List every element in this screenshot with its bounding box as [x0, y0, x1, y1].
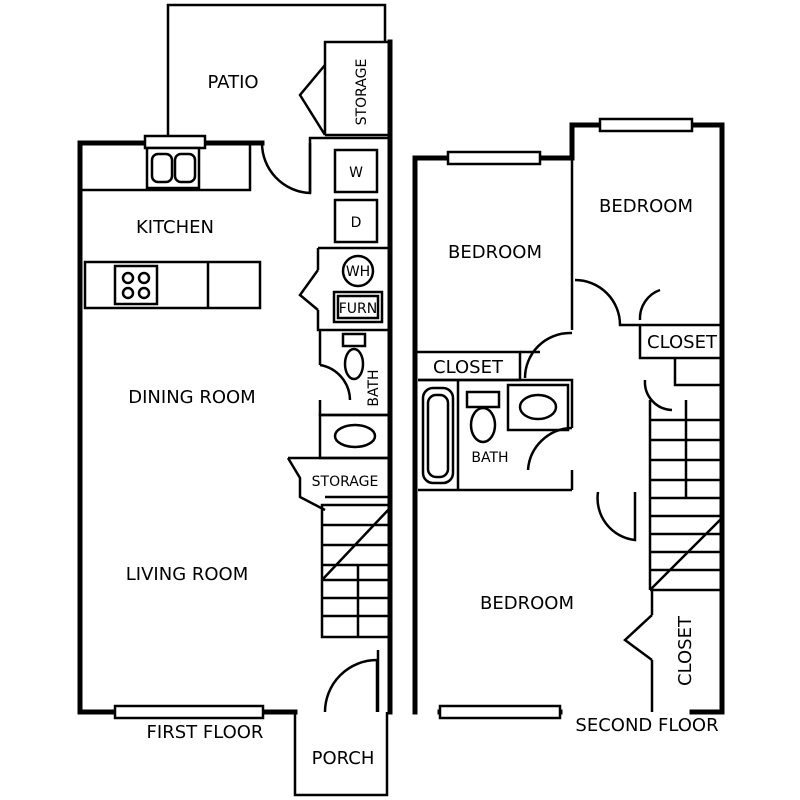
burner: [121, 286, 135, 300]
washer-appliance: [333, 148, 379, 194]
bath-second-wall: [418, 378, 574, 492]
burner: [137, 286, 151, 300]
vanity-sink: [333, 423, 377, 449]
bathtub-inner: [426, 393, 450, 479]
furnace-label: FURN: [339, 301, 378, 317]
range-stove: [113, 264, 159, 306]
porch-label: PORCH: [312, 748, 375, 769]
porch-wall: [293, 712, 389, 797]
water-heater-label: WH: [346, 264, 370, 280]
storage-mid-wall: [286, 456, 390, 512]
second-floor-label: SECOND FLOOR: [575, 715, 718, 736]
burner: [121, 271, 135, 285]
kitchen-label: KITCHEN: [136, 217, 214, 238]
bedroom-bottom-window: [438, 704, 562, 720]
bath-second-label: BATH: [471, 450, 508, 466]
closet-bottom-label: CLOSET: [675, 615, 696, 686]
dryer-appliance: [333, 198, 379, 244]
closet-bottom-door: [623, 614, 653, 662]
bath-door: [319, 363, 352, 401]
kitchen-window: [143, 134, 207, 150]
patio-door: [260, 142, 312, 195]
patio-label: PATIO: [207, 72, 258, 93]
closet-right-label: CLOSET: [647, 332, 718, 353]
dining-room-label: DINING ROOM: [128, 387, 255, 408]
toilet-tank: [341, 332, 367, 348]
first-floor-label: FIRST FLOOR: [147, 722, 264, 743]
bedroom-right-door: [574, 278, 635, 327]
bath-second-door: [526, 426, 573, 471]
storage-top-label: STORAGE: [354, 59, 370, 126]
living-room-label: LIVING ROOM: [126, 564, 248, 585]
kitchen-sink-basin-left: [150, 152, 174, 184]
second-floor: BEDROOM BEDROOM CLOSET CLOSET BATH BEDRO…: [412, 117, 725, 736]
living-room-window: [113, 704, 265, 720]
storage-mid-label: STORAGE: [312, 474, 379, 490]
bedroom-right-window: [598, 117, 694, 133]
stair-break-line: [321, 507, 391, 581]
first-floor-stairs: [320, 503, 392, 639]
vanity-sink-second: [518, 393, 558, 421]
laundry-wall: [308, 136, 390, 193]
patio-wall: [166, 3, 387, 140]
bedroom-left-door: [523, 331, 572, 379]
kitchen-lower-counter: [83, 260, 262, 310]
bedroom-left-label: BEDROOM: [448, 242, 542, 263]
washer-label: W: [349, 165, 363, 181]
toilet-bowl: [343, 347, 365, 381]
kitchen-upper-counter: [82, 143, 252, 192]
bedroom-right-label: BEDROOM: [599, 196, 693, 217]
closet-right-wall: [635, 323, 722, 360]
bedroom-left-window: [446, 150, 542, 166]
bath-first-label: BATH: [366, 369, 382, 406]
bedroom-bottom-door: [596, 491, 637, 542]
closet-left-label: CLOSET: [433, 357, 504, 378]
furnace-appliance-inner: [336, 294, 380, 320]
mechanical-closet-door: [298, 269, 320, 311]
mechanical-closet-wall: [316, 248, 390, 332]
second-floor-stairs: [648, 400, 724, 590]
second-floor-outer-wall: [412, 122, 725, 715]
toilet-bowl-second: [469, 406, 497, 444]
storage-top-door: [298, 64, 327, 136]
kitchen-sink-basin-right: [173, 152, 197, 184]
closet-right-door: [638, 288, 661, 321]
closet-bottom-wall: [650, 588, 722, 712]
water-heater-appliance: [341, 254, 375, 288]
dryer-label: D: [351, 215, 362, 231]
storage-top-wall: [323, 40, 390, 135]
entry-door: [323, 658, 379, 713]
hall-closet-door: [643, 379, 673, 412]
hall-closet-wall: [673, 358, 722, 387]
toilet-tank-second: [465, 390, 501, 409]
bedroom-bottom-label: BEDROOM: [480, 593, 574, 614]
stair-break-line: [649, 517, 723, 591]
first-floor: PATIO STORAGE W D KITCHEN WH FURN DINING…: [77, 3, 393, 797]
burner: [137, 271, 151, 285]
